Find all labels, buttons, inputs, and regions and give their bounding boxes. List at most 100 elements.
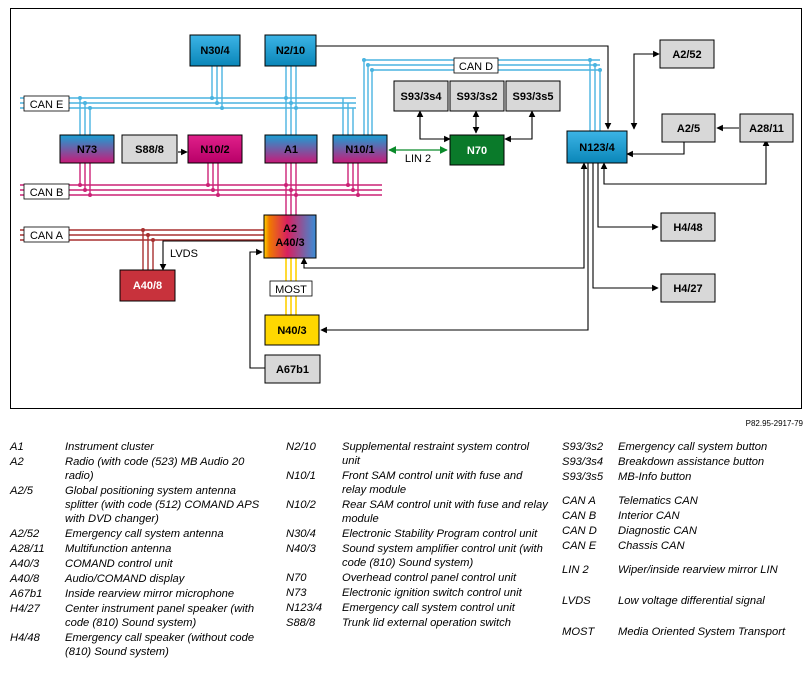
- node-n2-10: [264, 34, 317, 67]
- node-s88-8-label: S88/8: [135, 144, 164, 156]
- node-s93-3s2: [449, 80, 505, 112]
- legend-description: Breakdown assistance button: [618, 456, 765, 468]
- legend-code: CAN D: [562, 525, 597, 537]
- legend-code: N123/4: [286, 602, 323, 614]
- node-a2-52: [659, 39, 715, 69]
- legend-description: Emergency call system control unit: [342, 602, 515, 614]
- legend-entry: CAN B Interior CAN: [562, 509, 807, 523]
- node-n10-1-label: N10/1: [345, 144, 374, 156]
- legend-spacer: [562, 609, 807, 625]
- legend-code: A40/3: [10, 558, 40, 570]
- legend-entry: CAN D Diagnostic CAN: [562, 524, 807, 538]
- can-d-dots: [362, 58, 602, 72]
- node-s93-3s5-label: S93/3s5: [513, 91, 554, 103]
- legend-spacer: [562, 554, 807, 563]
- legend-code: A2/52: [10, 528, 40, 540]
- can-e-label: CAN E: [30, 99, 64, 111]
- can-e-dots: [78, 96, 298, 110]
- legend-description: Interior CAN: [618, 510, 680, 522]
- node-s93-3s2-label: S93/3s2: [457, 91, 498, 103]
- legend-description: Emergency call system button: [618, 441, 768, 453]
- node-a2-5: [661, 113, 716, 143]
- legend-description: Multifunction antenna: [65, 543, 172, 555]
- node-n10-2: [187, 134, 243, 164]
- node-n70: [449, 134, 505, 166]
- signal-lines: [159, 45, 770, 369]
- legend-code: A67b1: [10, 588, 43, 600]
- legend-entry: CAN E Chassis CAN: [562, 539, 807, 553]
- node-a67b1: [264, 354, 321, 384]
- node-n40-3: [264, 314, 320, 346]
- legend-description: Rear SAM control unit with fuse and rela…: [342, 499, 548, 525]
- legend-description: Diagnostic CAN: [618, 525, 697, 537]
- node-a67b1-label: A67b1: [276, 364, 309, 376]
- legend-description: Instrument cluster: [65, 441, 154, 453]
- legend-entry: MOST Media Oriented System Transport: [562, 625, 807, 639]
- legend-code: S93/3s4: [562, 456, 604, 468]
- legend-description: Radio (with code (523) MB Audio 20 radio…: [65, 456, 245, 482]
- node-a2-label: A2: [283, 223, 297, 235]
- node-n123-4: [566, 130, 628, 164]
- legend-code: LVDS: [562, 595, 591, 607]
- node-n30-4-label: N30/4: [200, 45, 230, 57]
- legend-description: Telematics CAN: [618, 495, 698, 507]
- legend-code: N40/3: [286, 543, 316, 555]
- legend-code: S93/3s5: [562, 471, 604, 483]
- can-b-label: CAN B: [30, 187, 64, 199]
- legend-code: N2/10: [286, 441, 316, 453]
- legend-code: CAN B: [562, 510, 597, 522]
- legend-spacer: [562, 578, 807, 594]
- legend-code: CAN E: [562, 540, 597, 552]
- legend-description: Inside rearview mirror microphone: [65, 588, 235, 600]
- legend-code: N10/2: [286, 499, 316, 511]
- can-a-dots: [141, 228, 155, 242]
- node-n73: [59, 134, 115, 164]
- legend-code: S88/8: [286, 617, 316, 629]
- legend-description: Emergency call system antenna: [65, 528, 224, 540]
- node-h4-27: [660, 273, 716, 303]
- legend-entry: N10/2 Rear SAM control unit with fuse and…: [286, 498, 548, 526]
- legend-entry: A67b1 Inside rearview mirror microphone: [10, 587, 272, 601]
- node-n40-3-label: N40/3: [277, 325, 306, 337]
- legend-description: Audio/COMAND display: [65, 573, 185, 585]
- node-a2-5-label: A2/5: [677, 123, 700, 135]
- legend-description: Overhead control panel control unit: [342, 572, 517, 584]
- node-h4-27-label: H4/27: [673, 283, 702, 295]
- node-a40-8-label: A40/8: [133, 280, 162, 292]
- node-a1-label: A1: [284, 144, 298, 156]
- legend-entry: S93/3s4 Breakdown assistance button: [562, 455, 807, 469]
- legend-description: MB-Info button: [618, 471, 692, 483]
- node-h4-48-label: H4/48: [673, 222, 702, 234]
- legend-description: Media Oriented System Transport: [618, 626, 786, 638]
- node-s93-3s4: [393, 80, 449, 112]
- legend-code: A2/5: [10, 485, 34, 497]
- legend-code: A28/11: [10, 543, 45, 555]
- legend-description: Chassis CAN: [618, 540, 685, 552]
- node-a28-11: [739, 113, 794, 143]
- legend-code: H4/27: [10, 603, 40, 615]
- can-d-label: CAN D: [459, 61, 493, 73]
- legend-description: Electronic ignition switch control unit: [342, 587, 522, 599]
- node-h4-48: [660, 212, 716, 242]
- node-a2-52-label: A2/52: [672, 49, 701, 61]
- node-a1: [264, 134, 318, 164]
- nodes: N30/4 N2/10 A2/52 S93/3s4 S93/3s2 S93/3s…: [59, 34, 794, 384]
- figure-id: P82.95-2917-79: [745, 419, 803, 428]
- node-n73-label: N73: [77, 144, 97, 156]
- legend-code: MOST: [562, 626, 595, 638]
- most-label: MOST: [275, 284, 307, 296]
